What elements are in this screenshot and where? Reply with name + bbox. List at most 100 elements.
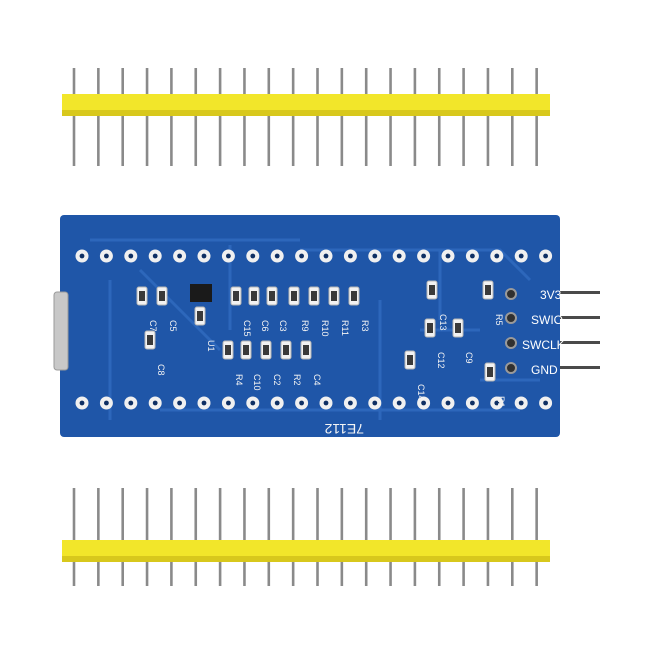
header-pin: [121, 488, 124, 586]
header-pin: [340, 68, 344, 166]
smd-part-body: [147, 335, 153, 345]
header-pin: [511, 68, 514, 166]
silkscreen-label: C8: [156, 364, 166, 376]
pad-hole: [79, 253, 85, 259]
smd-part-body: [427, 323, 433, 333]
smd-part-body: [243, 345, 249, 355]
header-pin: [413, 68, 417, 166]
header-pin: [511, 488, 514, 586]
header-pin: [218, 68, 222, 166]
silkscreen-label: C3: [278, 320, 288, 332]
usb-connector: [53, 291, 69, 371]
header-pin: [267, 68, 271, 166]
pad-hole: [201, 253, 207, 259]
header-pin: [462, 488, 465, 586]
pad-hole: [396, 400, 402, 406]
pad-hole: [470, 253, 475, 259]
board-code: 7E112: [324, 421, 364, 437]
pad-hole: [274, 253, 280, 259]
smd-part-body: [485, 285, 491, 295]
header-top-pins: [72, 68, 538, 166]
pad-hole: [348, 400, 353, 406]
smd-part-body: [407, 355, 413, 365]
pad-hole: [152, 253, 158, 259]
header-pin: [437, 488, 441, 586]
header-pin: [243, 488, 246, 586]
pad-hole: [226, 400, 231, 406]
header-pin: [364, 488, 368, 586]
header-pin: [170, 488, 173, 586]
smd-part-body: [311, 291, 317, 301]
silkscreen-label: R3: [360, 320, 370, 332]
header-pin: [72, 68, 76, 166]
pad-hole: [152, 400, 158, 406]
silkscreen-label: C6: [260, 320, 270, 332]
pad-hole: [421, 253, 426, 259]
smd-part-body: [159, 291, 165, 301]
header-pin: [364, 68, 368, 166]
smd-part-body: [291, 291, 297, 301]
silkscreen-label: R9: [300, 320, 310, 332]
swd-label-3v3: 3V3: [540, 288, 562, 302]
pad-hole: [299, 253, 304, 259]
header-pin: [72, 488, 76, 586]
header-pin: [243, 68, 246, 166]
pad-hole: [201, 400, 207, 406]
silkscreen-label: C12: [436, 352, 446, 369]
pad-hole: [128, 400, 134, 406]
header-pin: [486, 68, 490, 166]
pad-hole: [518, 253, 524, 259]
swd-header-pins: [560, 291, 600, 369]
header-pin: [486, 488, 490, 586]
silkscreen-label: C10: [252, 374, 262, 391]
smd-part-body: [303, 345, 309, 355]
pad-hole: [104, 253, 109, 259]
pad-hole: [372, 253, 378, 259]
silkscreen-label: C5: [168, 320, 178, 332]
smd-part-body: [233, 291, 239, 301]
header-pin: [462, 68, 465, 166]
smd-part-body: [197, 311, 203, 321]
silkscreen-label: U1: [206, 340, 216, 352]
header-pin: [97, 68, 100, 166]
pin-header-top: [62, 68, 550, 166]
header-pin: [267, 488, 271, 586]
pad-hole: [494, 253, 500, 259]
smd-part-body: [331, 291, 337, 301]
header-bottom-pins: [72, 488, 538, 586]
board-pad-row-top: [75, 249, 553, 263]
pad-hole: [543, 400, 548, 406]
smd-part-body: [269, 291, 275, 301]
header-pin: [145, 68, 149, 166]
pad-hole: [543, 253, 548, 259]
silkscreen-label: C9: [464, 352, 474, 364]
header-pin: [535, 68, 538, 166]
header-pin: [291, 488, 295, 586]
silkscreen-label: R10: [320, 320, 330, 337]
pad-hole: [494, 400, 500, 406]
header-pin: [389, 68, 392, 166]
silkscreen-label: R5: [494, 314, 504, 326]
header-pin: [97, 488, 100, 586]
header-pin: [389, 488, 392, 586]
smd-part-body: [263, 345, 269, 355]
board-pad-row-bottom: [75, 396, 553, 410]
pad-hole: [299, 400, 304, 406]
pad-hole: [128, 253, 134, 259]
smd-part-body: [225, 345, 231, 355]
pad-hole: [79, 400, 85, 406]
header-pin: [316, 68, 319, 166]
pad-hole: [226, 253, 231, 259]
silkscreen-label: R1: [496, 396, 506, 408]
pcb-substrate: [60, 215, 560, 437]
header-pin: [316, 488, 319, 586]
silkscreen-label: C13: [438, 314, 448, 331]
header-bottom-plastic-shadow: [62, 556, 550, 562]
pad-hole: [250, 400, 256, 406]
smd-part-body: [139, 291, 145, 301]
header-pin: [194, 488, 198, 586]
pad-hole: [421, 400, 426, 406]
pad-hole: [323, 400, 329, 406]
pad-hole: [396, 253, 402, 259]
